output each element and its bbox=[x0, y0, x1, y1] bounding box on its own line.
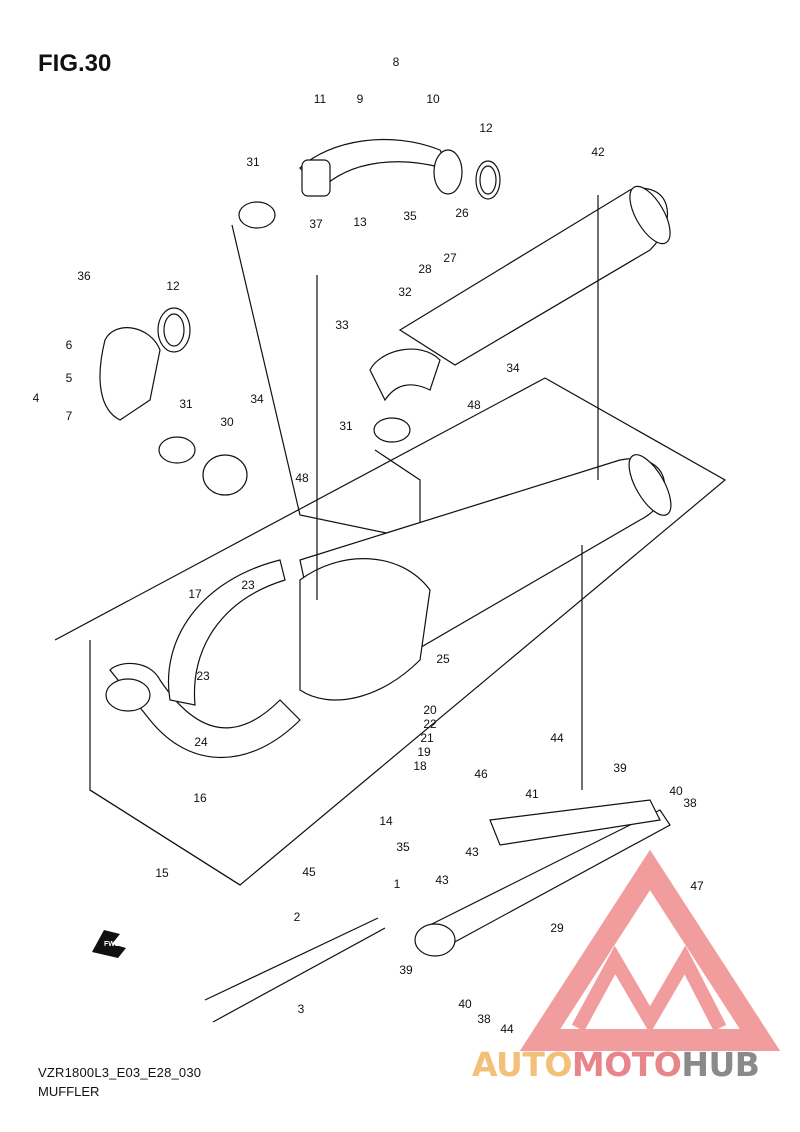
callout-39: 39 bbox=[613, 761, 627, 775]
callout-2: 2 bbox=[294, 910, 301, 924]
figure-code: VZR1800L3_E03_E28_030 bbox=[38, 1065, 202, 1080]
callout-10: 10 bbox=[426, 92, 440, 106]
figure-name: MUFFLER bbox=[38, 1084, 100, 1099]
callout-27: 27 bbox=[443, 251, 457, 265]
main-muffler-end bbox=[628, 454, 672, 516]
bracket-eye bbox=[414, 923, 456, 957]
gasket-12-inner bbox=[479, 165, 497, 195]
callout-32: 32 bbox=[398, 285, 412, 299]
callout-44: 44 bbox=[500, 1022, 514, 1036]
group-outline-15 bbox=[54, 377, 727, 886]
cable-3 bbox=[212, 927, 386, 1023]
rear-muffler-end bbox=[629, 185, 671, 245]
front-header-16 bbox=[109, 662, 301, 759]
callout-40: 40 bbox=[669, 784, 683, 798]
callout-39: 39 bbox=[399, 963, 413, 977]
callout-15: 15 bbox=[155, 866, 169, 880]
callout-1: 1 bbox=[394, 877, 401, 891]
callout-20: 20 bbox=[423, 703, 437, 717]
callout-36: 36 bbox=[77, 269, 91, 283]
callout-40: 40 bbox=[458, 997, 472, 1011]
callout-23: 23 bbox=[196, 669, 210, 683]
callout-9: 9 bbox=[357, 92, 364, 106]
joint-31-top bbox=[238, 201, 276, 229]
callout-30: 30 bbox=[220, 415, 234, 429]
callout-25: 25 bbox=[436, 652, 450, 666]
callout-37: 37 bbox=[309, 217, 323, 231]
callout-31: 31 bbox=[179, 397, 193, 411]
callout-3: 3 bbox=[298, 1002, 305, 1016]
callout-21: 21 bbox=[420, 731, 434, 745]
brand-part-moto: MOTO bbox=[571, 1045, 682, 1084]
figure-title: FIG.30 bbox=[38, 50, 112, 77]
callout-46: 46 bbox=[474, 767, 488, 781]
rear-elbow bbox=[369, 348, 441, 402]
callout-14: 14 bbox=[379, 814, 393, 828]
fwd-arrow-icon: FWD bbox=[92, 930, 126, 958]
callout-34: 34 bbox=[506, 361, 520, 375]
gasket-12-left-inner bbox=[163, 313, 185, 347]
callout-16: 16 bbox=[193, 791, 207, 805]
callout-8: 8 bbox=[393, 55, 400, 69]
cable-2 bbox=[204, 917, 379, 1001]
rear-muffler-26 bbox=[398, 187, 668, 366]
callout-41: 41 bbox=[525, 787, 539, 801]
callout-5: 5 bbox=[66, 371, 73, 385]
callout-13: 13 bbox=[353, 215, 367, 229]
collector-box bbox=[299, 558, 431, 701]
callout-11: 11 bbox=[314, 92, 327, 106]
callout-34: 34 bbox=[250, 392, 264, 406]
clamp-11 bbox=[301, 159, 331, 197]
fwd-label: FWD bbox=[104, 941, 120, 948]
callout-31: 31 bbox=[339, 419, 353, 433]
callout-7: 7 bbox=[66, 409, 73, 423]
brand-wordmark: AUTOMOTOHUB bbox=[472, 1045, 760, 1084]
callout-28: 28 bbox=[418, 262, 432, 276]
callout-35: 35 bbox=[403, 209, 417, 223]
callout-23: 23 bbox=[241, 578, 255, 592]
callout-38: 38 bbox=[477, 1012, 491, 1026]
callout-47: 47 bbox=[690, 879, 704, 893]
front-pipe-4 bbox=[99, 327, 161, 421]
callout-43: 43 bbox=[435, 873, 449, 887]
callout-48: 48 bbox=[467, 398, 481, 412]
joint-31-left bbox=[158, 436, 196, 464]
header-inlet bbox=[105, 678, 151, 712]
joint-31-mid bbox=[373, 417, 411, 443]
callout-35: 35 bbox=[396, 840, 410, 854]
gasket-12-left bbox=[157, 307, 191, 353]
callout-22: 22 bbox=[423, 717, 437, 731]
callout-33: 33 bbox=[335, 318, 349, 332]
callout-48: 48 bbox=[295, 471, 309, 485]
callout-42: 42 bbox=[591, 145, 605, 159]
brand-logo-triangle bbox=[519, 849, 781, 1051]
bracket-upper bbox=[489, 799, 661, 846]
rear-header-17 bbox=[168, 559, 286, 706]
callout-24: 24 bbox=[194, 735, 208, 749]
flange-10 bbox=[433, 149, 463, 195]
callout-43: 43 bbox=[465, 845, 479, 859]
callout-26: 26 bbox=[455, 206, 469, 220]
callout-38: 38 bbox=[683, 796, 697, 810]
callout-12: 12 bbox=[166, 279, 180, 293]
callout-31: 31 bbox=[246, 155, 260, 169]
brand-part-auto: AUTO bbox=[472, 1045, 572, 1084]
callout-6: 6 bbox=[66, 338, 73, 352]
callout-45: 45 bbox=[302, 865, 316, 879]
callout-19: 19 bbox=[417, 745, 431, 759]
callout-17: 17 bbox=[188, 587, 202, 601]
callout-44: 44 bbox=[550, 731, 564, 745]
callout-12: 12 bbox=[479, 121, 493, 135]
brand-part-hub: HUB bbox=[681, 1045, 760, 1084]
callout-4: 4 bbox=[33, 391, 40, 405]
callout-18: 18 bbox=[413, 759, 427, 773]
clamp-30 bbox=[202, 454, 248, 496]
callout-29: 29 bbox=[550, 921, 564, 935]
